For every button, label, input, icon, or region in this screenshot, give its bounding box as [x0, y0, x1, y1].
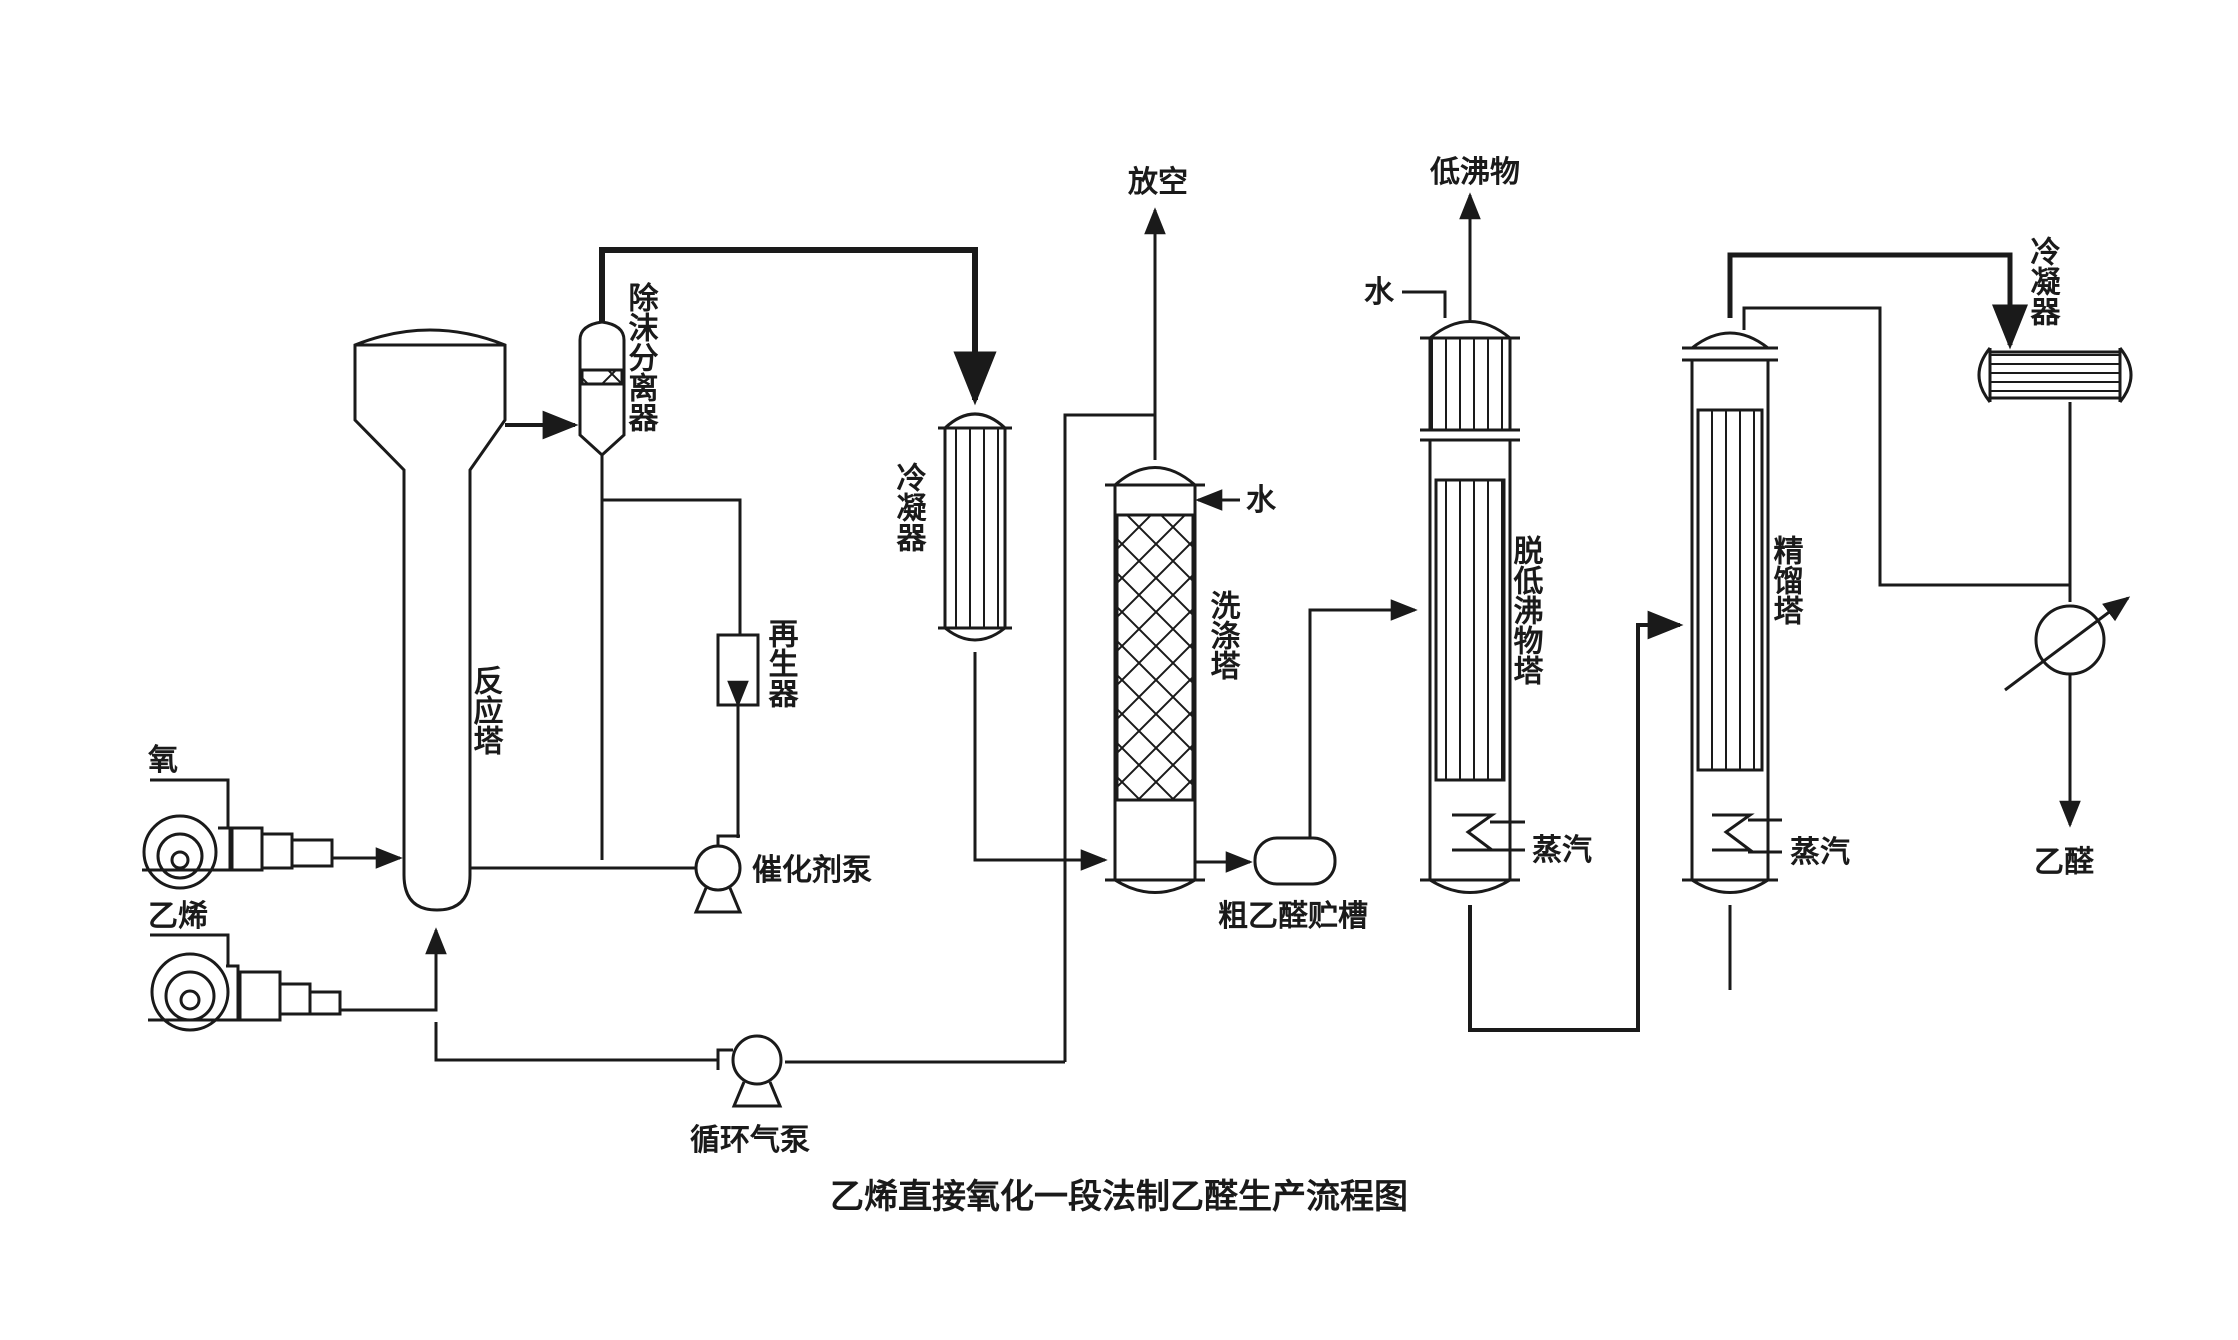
catalyst-pump — [693, 834, 743, 914]
rectifying-column — [1682, 331, 1778, 894]
reactor-column — [353, 328, 507, 912]
label-vent: 放空 — [1127, 165, 1188, 200]
gas-to-condenser-line — [599, 247, 997, 406]
light-to-rectifier-line — [1468, 610, 1684, 1032]
water-2-line — [1402, 290, 1447, 318]
condenser-2 — [1977, 347, 2133, 403]
label-water-1: 水 — [1246, 483, 1277, 518]
label-condenser-2: 冷凝器 — [2025, 236, 2062, 326]
ethylene-feed-line — [150, 933, 230, 966]
recycle-gas-line — [1063, 413, 1157, 1062]
label-steam-2: 蒸汽 — [1790, 835, 1850, 870]
ethylene-to-reactor-line — [340, 927, 447, 1012]
ethylene-blower — [148, 952, 342, 1032]
label-low-boilers: 低沸物 — [1429, 155, 1520, 190]
recycle-gas-pump — [716, 1034, 783, 1108]
defoamer-separator — [578, 320, 626, 458]
label-defoamer: 除沫分离器 — [623, 281, 660, 432]
regenerator-loop-line — [602, 498, 742, 635]
label-product: 乙醛 — [2034, 845, 2095, 880]
label-steam-1: 蒸汽 — [1532, 833, 1592, 868]
steam-1-line — [1490, 820, 1525, 852]
tank-to-light-column-line — [1308, 599, 1418, 838]
label-condenser-1: 冷凝器 — [891, 462, 928, 552]
figure-caption: 乙烯直接氧化一段法制乙醛生产流程图 — [830, 1177, 1408, 1217]
reflux-line — [1742, 306, 2070, 587]
oxygen-feed-line — [150, 778, 230, 828]
label-oxygen: 氧 — [148, 743, 178, 778]
crude-tank — [1253, 836, 1337, 886]
product-cooler — [2004, 596, 2131, 692]
label-rectifier: 精馏塔 — [1768, 535, 1804, 625]
label-recycle-pump: 循环气泵 — [690, 1123, 810, 1158]
label-light-column: 脱低沸物塔 — [1508, 535, 1545, 685]
condenser-to-scrubber-line — [973, 652, 1108, 871]
oxygen-blower — [142, 814, 334, 890]
label-water-2: 水 — [1364, 275, 1395, 310]
steam-2-line — [1748, 818, 1782, 854]
regenerator — [716, 633, 760, 707]
label-crude-tank: 粗乙醛贮槽 — [1218, 899, 1368, 934]
label-catalyst-pump: 催化剂泵 — [752, 853, 872, 888]
label-regenerator: 再生器 — [763, 618, 800, 708]
label-reactor: 反应塔 — [468, 665, 504, 755]
scrubber-column — [1105, 466, 1205, 894]
label-scrubber: 洗涤塔 — [1205, 590, 1241, 680]
condenser-1 — [938, 412, 1012, 642]
rectifier-vapor-line — [1727, 252, 2028, 350]
light-ends-column — [1420, 320, 1520, 894]
recycle-to-reactor-line — [434, 1022, 718, 1062]
label-ethylene: 乙烯 — [148, 899, 208, 934]
